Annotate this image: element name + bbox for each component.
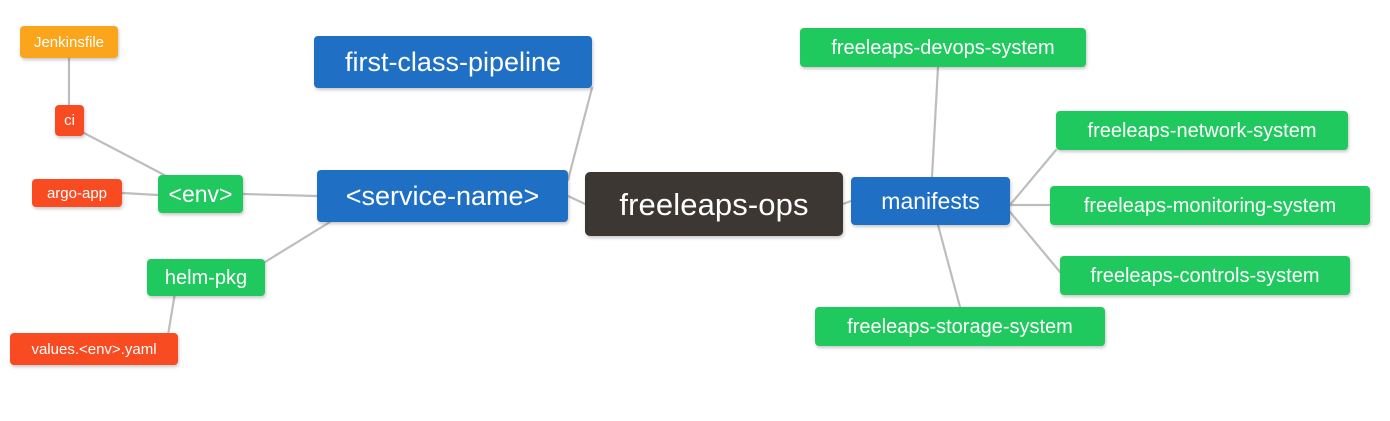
node-storage[interactable]: freeleaps-storage-system bbox=[815, 307, 1105, 346]
node-monitoring[interactable]: freeleaps-monitoring-system bbox=[1050, 186, 1370, 225]
node-manifests[interactable]: manifests bbox=[851, 177, 1010, 225]
edge-env-to-ci bbox=[82, 131, 172, 180]
node-jenkinsfile[interactable]: Jenkinsfile bbox=[20, 26, 118, 58]
edge-env-to-argo bbox=[120, 191, 160, 197]
node-values[interactable]: values.<env>.yaml bbox=[10, 333, 178, 365]
edge-root-to-manifests bbox=[841, 199, 853, 206]
node-devops[interactable]: freeleaps-devops-system bbox=[800, 28, 1086, 67]
edge-manifests-to-storage bbox=[936, 223, 962, 309]
edge-helm-to-values bbox=[166, 291, 177, 337]
node-root[interactable]: freeleaps-ops bbox=[585, 172, 843, 236]
node-pipeline[interactable]: first-class-pipeline bbox=[314, 36, 592, 88]
edge-service-to-helm bbox=[263, 220, 332, 264]
edge-service-to-env bbox=[241, 192, 319, 198]
node-env[interactable]: <env> bbox=[158, 175, 243, 213]
edge-manifests-to-devops bbox=[930, 65, 940, 179]
node-service[interactable]: <service-name> bbox=[317, 170, 568, 222]
node-controls[interactable]: freeleaps-controls-system bbox=[1060, 256, 1350, 295]
edge-service-to-pipeline bbox=[566, 86, 594, 182]
node-helm[interactable]: helm-pkg bbox=[147, 259, 265, 296]
edge-root-to-service bbox=[566, 194, 587, 206]
node-network[interactable]: freeleaps-network-system bbox=[1056, 111, 1348, 150]
node-argo[interactable]: argo-app bbox=[32, 179, 122, 207]
node-ci[interactable]: ci bbox=[55, 105, 84, 136]
